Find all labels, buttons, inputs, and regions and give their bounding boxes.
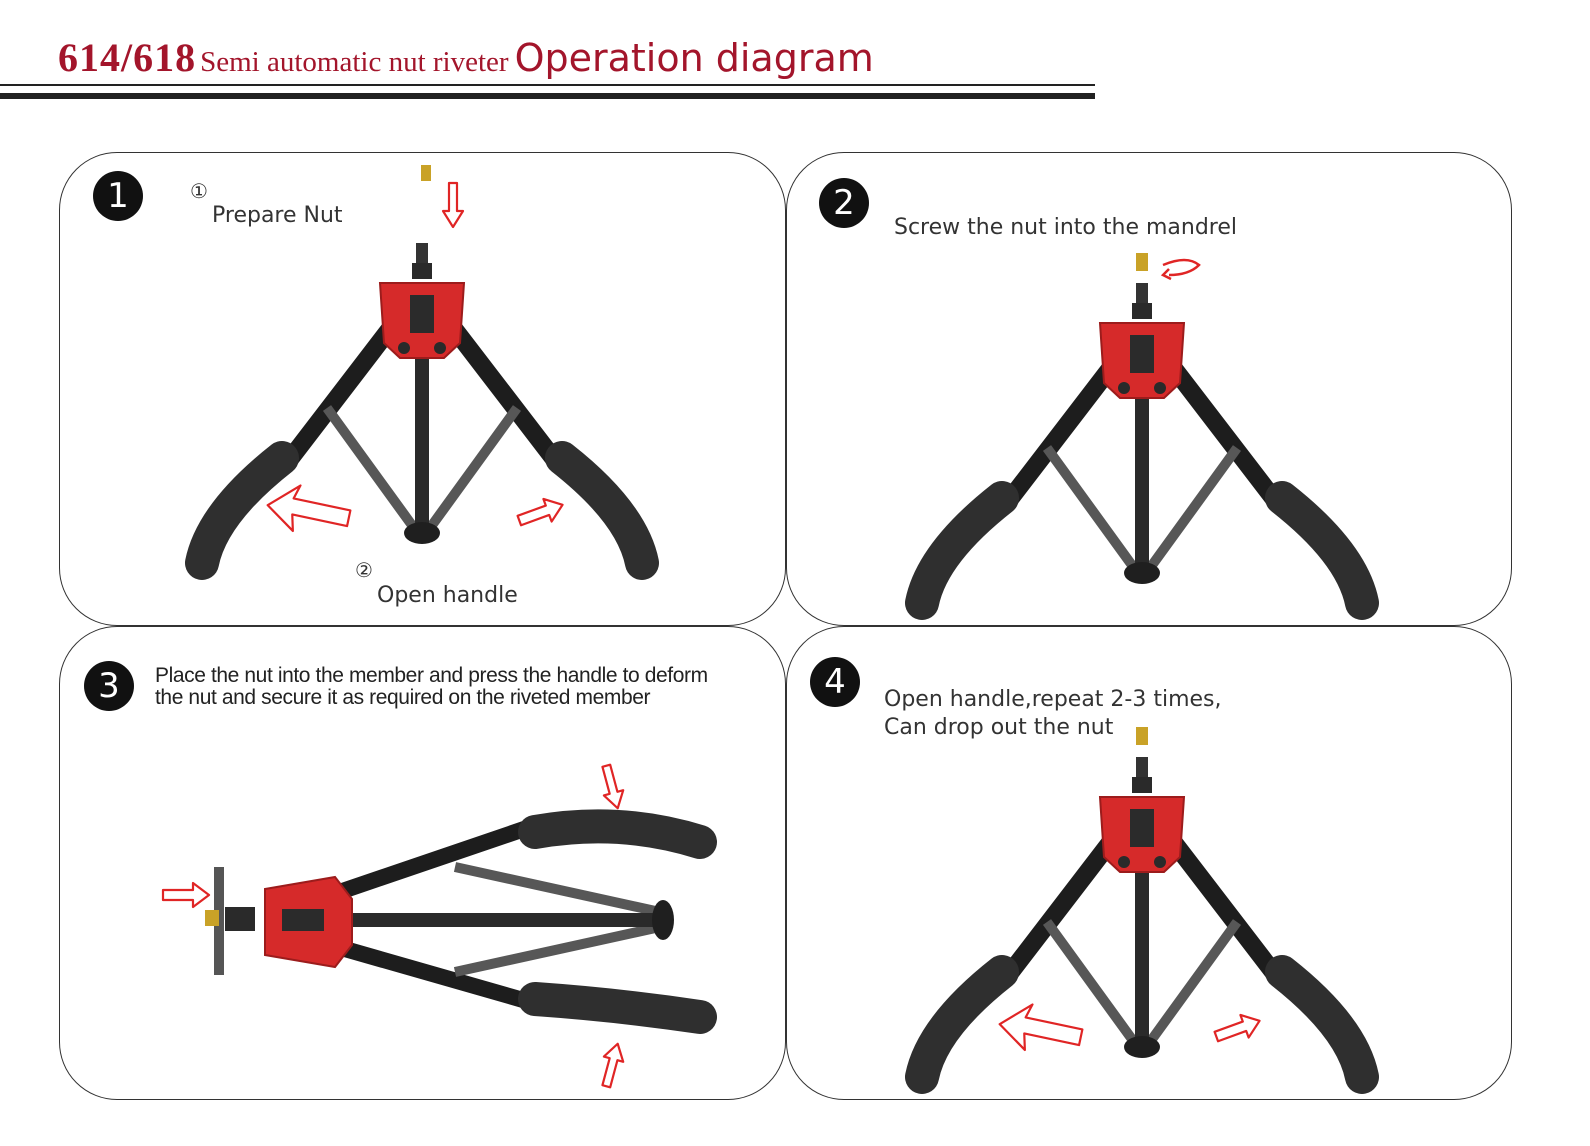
step-1-number: 1	[93, 171, 143, 221]
step-2-illustration	[787, 253, 1511, 625]
nut-icon	[421, 165, 431, 181]
nut-icon	[1136, 253, 1148, 271]
step-4-number: 4	[810, 657, 860, 707]
riveter-tool-icon	[225, 809, 717, 1034]
step-1-open-handle: Open handle	[377, 583, 518, 608]
step-1-prepare-nut: Prepare Nut	[212, 203, 343, 228]
step-3-text-line1: Place the nut into the member and press …	[155, 664, 708, 687]
step-4-text-line1: Open handle,repeat 2-3 times,	[884, 687, 1222, 712]
riveter-tool-icon	[202, 243, 642, 563]
step-3-illustration	[161, 762, 717, 1090]
open-left-arrow-icon	[994, 997, 1087, 1062]
rotate-arrow-icon	[1162, 258, 1201, 277]
title-model: 614/618	[58, 35, 197, 80]
riveter-tool-icon	[922, 757, 1362, 1077]
press-down-arrow-icon	[595, 762, 629, 812]
press-up-arrow-icon	[595, 1040, 629, 1090]
step-3-number: 3	[84, 661, 134, 711]
step-4-panel: 4 Open handle,repeat 2-3 times, Can drop…	[786, 626, 1512, 1100]
nut-icon	[205, 910, 219, 926]
header-rule-thin	[0, 84, 1095, 86]
step-4-text-line2: Can drop out the nut	[884, 715, 1114, 740]
step-3-panel: 3 Place the nut into the member and pres…	[59, 626, 786, 1100]
riveter-tool-icon	[922, 283, 1362, 603]
step-4-illustration	[787, 727, 1511, 1099]
step-2-number: 2	[819, 178, 869, 228]
nut-icon	[1136, 727, 1148, 745]
step-1-panel: 1 ① Prepare Nut ② Open handle	[59, 152, 786, 626]
down-arrow-icon	[441, 181, 465, 229]
step-3-text-line2: the nut and secure it as required on the…	[155, 686, 651, 709]
title-product: Semi automatic nut riveter	[200, 46, 509, 78]
header-rule-thick	[0, 93, 1095, 99]
step-1-illustration	[60, 165, 785, 625]
open-right-arrow-icon	[514, 492, 568, 533]
step-2-panel: 2 Screw the nut into the mandrel	[786, 152, 1512, 626]
open-left-arrow-icon	[262, 478, 355, 543]
step-2-text: Screw the nut into the mandrel	[894, 215, 1238, 240]
open-right-arrow-icon	[1211, 1008, 1265, 1049]
push-right-arrow-icon	[161, 881, 211, 909]
step-1-sub2-marker: ②	[355, 558, 373, 582]
title-section: Operation diagram	[514, 36, 874, 80]
step-1-sub1-marker: ①	[190, 179, 208, 203]
